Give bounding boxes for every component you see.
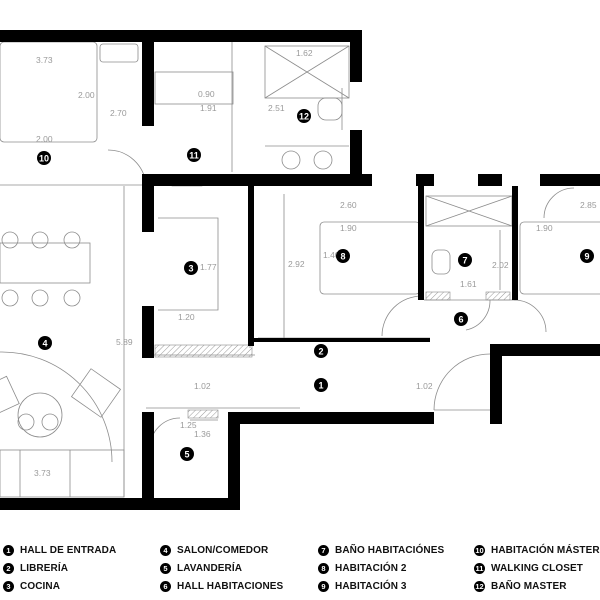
legend-badge: 2 bbox=[3, 562, 14, 574]
legend-item: 1 HALL DE ENTRADA bbox=[3, 542, 116, 558]
room-badge: 12 bbox=[297, 109, 311, 123]
legend-label: SALON/COMEDOR bbox=[177, 544, 269, 556]
room-badge: 6 bbox=[454, 312, 468, 326]
legend-label: LAVANDERÍA bbox=[177, 562, 243, 574]
floor-plan: 3.73 2.00 2.70 2.00 0.90 1.91 1.62 2.51 … bbox=[0, 30, 600, 510]
interior-lines bbox=[0, 41, 600, 498]
room-badge: 1 bbox=[314, 378, 328, 392]
room-badge: 2 bbox=[314, 344, 328, 358]
legend-label: HALL DE ENTRADA bbox=[20, 544, 117, 556]
legend-badge: 6 bbox=[160, 580, 171, 592]
room-badges: 1 2 3 4 5 6 7 8 9 10 11 12 bbox=[37, 109, 594, 461]
legend-badge: 9 bbox=[318, 580, 329, 592]
legend-badge: 10 bbox=[474, 544, 485, 556]
room-badge: 5 bbox=[180, 447, 194, 461]
svg-text:2: 2 bbox=[318, 347, 323, 357]
legend-item: 6 HALL HABITACIONES bbox=[160, 578, 283, 594]
legend-badge: 5 bbox=[160, 562, 171, 574]
dimension-label: 3.73 bbox=[34, 468, 51, 478]
legend-item: 4 SALON/COMEDOR bbox=[160, 542, 268, 558]
dimension-label: 1.20 bbox=[178, 312, 195, 322]
legend-badge: 7 bbox=[318, 544, 329, 556]
dimension-label: 0.90 bbox=[198, 89, 215, 99]
room-badge: 3 bbox=[184, 261, 198, 275]
room-badge: 8 bbox=[336, 249, 350, 263]
dimension-label: 3.73 bbox=[36, 55, 53, 65]
dimension-label: 1.40 bbox=[323, 250, 340, 260]
svg-text:7: 7 bbox=[462, 256, 467, 266]
dimension-label: 1.02 bbox=[194, 381, 211, 391]
legend-item: 12 BAÑO MASTER bbox=[474, 578, 567, 594]
dimension-labels: 3.73 2.00 2.70 2.00 0.90 1.91 1.62 2.51 … bbox=[34, 48, 597, 478]
dimension-label: 1.02 bbox=[416, 381, 433, 391]
legend-badge: 3 bbox=[3, 580, 14, 592]
dimension-label: 5.89 bbox=[116, 337, 133, 347]
legend-badge: 8 bbox=[318, 562, 329, 574]
dimension-label: 2.70 bbox=[110, 108, 127, 118]
dimension-label: 2.00 bbox=[36, 134, 53, 144]
legend-label: HABITACIÓN MÁSTER bbox=[491, 544, 600, 556]
dimension-label: 1.91 bbox=[200, 103, 217, 113]
legend-badge: 12 bbox=[474, 580, 485, 592]
dimension-label: 1.25 bbox=[180, 420, 197, 430]
walls bbox=[0, 30, 600, 510]
room-badge: 9 bbox=[580, 249, 594, 263]
svg-text:3: 3 bbox=[188, 264, 193, 274]
dimension-label: 1.62 bbox=[296, 48, 313, 58]
legend-item: 5 LAVANDERÍA bbox=[160, 560, 242, 576]
room-badge: 7 bbox=[458, 253, 472, 267]
room-badge: 11 bbox=[187, 148, 201, 162]
legend-badge: 11 bbox=[474, 562, 485, 574]
svg-text:11: 11 bbox=[189, 151, 199, 161]
legend-item: 9 HABITACIÓN 3 bbox=[318, 578, 407, 594]
legend-item: 7 BAÑO HABITACIÓNES bbox=[318, 542, 444, 558]
svg-text:8: 8 bbox=[340, 252, 345, 262]
legend-label: WALKING CLOSET bbox=[491, 562, 583, 574]
legend-badge: 4 bbox=[160, 544, 171, 556]
svg-text:4: 4 bbox=[42, 339, 47, 349]
dimension-label: 1.90 bbox=[340, 223, 357, 233]
svg-text:9: 9 bbox=[584, 252, 589, 262]
svg-text:5: 5 bbox=[184, 450, 189, 460]
legend-label: LIBRERÍA bbox=[20, 562, 69, 574]
legend-label: BAÑO HABITACIÓNES bbox=[335, 544, 445, 556]
legend-label: HABITACIÓN 2 bbox=[335, 562, 407, 574]
room-legend: 1 HALL DE ENTRADA 2 LIBRERÍA 3 COCINA 4 SALO… bbox=[0, 538, 600, 598]
legend-label: BAÑO MASTER bbox=[491, 580, 567, 592]
svg-text:1: 1 bbox=[318, 381, 323, 391]
dimension-label: 1.36 bbox=[194, 429, 211, 439]
dimension-label: 1.77 bbox=[200, 262, 217, 272]
legend-label: HALL HABITACIONES bbox=[177, 580, 284, 592]
svg-text:6: 6 bbox=[458, 315, 463, 325]
svg-text:12: 12 bbox=[299, 112, 309, 122]
dimension-label: 2.00 bbox=[78, 90, 95, 100]
svg-text:10: 10 bbox=[39, 154, 49, 164]
legend-item: 11 WALKING CLOSET bbox=[474, 560, 583, 576]
legend-item: 2 LIBRERÍA bbox=[3, 560, 68, 576]
dimension-label: 2.51 bbox=[268, 103, 285, 113]
dimension-label: 2.60 bbox=[340, 200, 357, 210]
legend-label: COCINA bbox=[20, 580, 61, 592]
legend-item: 10 HABITACIÓN MÁSTER bbox=[474, 542, 600, 558]
room-badge: 10 bbox=[37, 151, 51, 165]
dimension-label: 2.92 bbox=[288, 259, 305, 269]
dimension-label: 2.02 bbox=[492, 260, 509, 270]
legend-label: HABITACIÓN 3 bbox=[335, 580, 407, 592]
dimension-label: 1.90 bbox=[536, 223, 553, 233]
dimension-label: 1.61 bbox=[460, 279, 477, 289]
legend-item: 8 HABITACIÓN 2 bbox=[318, 560, 407, 576]
room-badge: 4 bbox=[38, 336, 52, 350]
legend-badge: 1 bbox=[3, 544, 14, 556]
dimension-label: 2.85 bbox=[580, 200, 597, 210]
legend-item: 3 COCINA bbox=[3, 578, 60, 594]
